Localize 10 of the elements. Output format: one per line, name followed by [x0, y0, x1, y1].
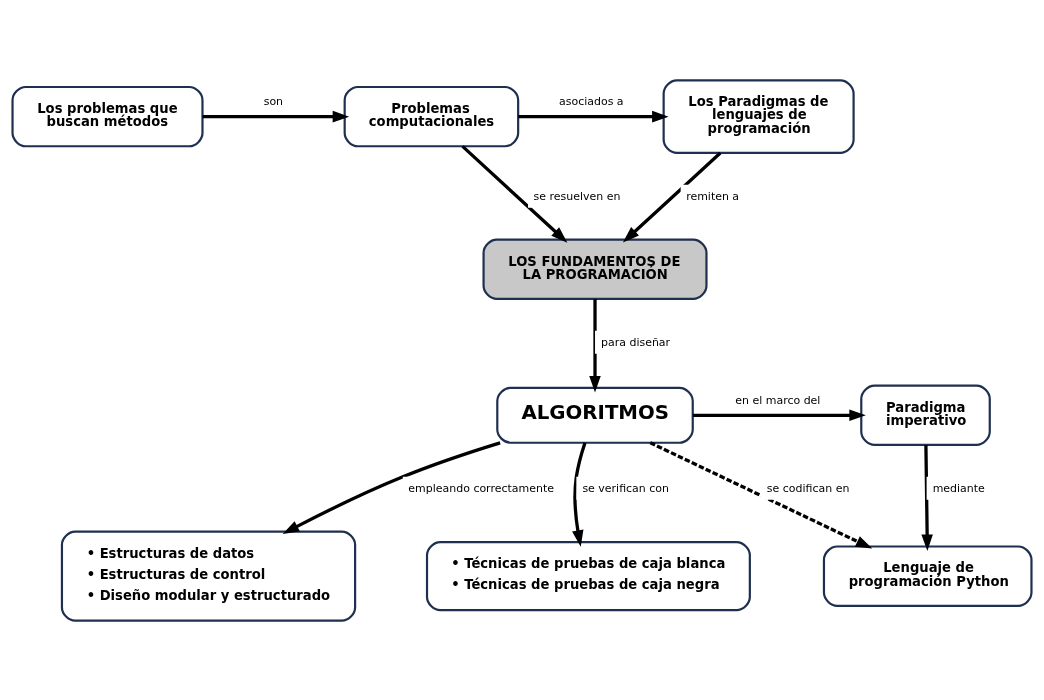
edge-label: para diseñar — [601, 335, 671, 349]
edge-label: se resuelven en — [533, 189, 621, 203]
edge-label: se codifican en — [766, 481, 850, 495]
edge-label: remiten a — [686, 189, 740, 203]
edge-label: empleando correctamente — [408, 481, 554, 495]
edge-label: son — [263, 94, 284, 108]
edge-label: mediante — [932, 481, 985, 495]
edge-label: se verifican con — [582, 481, 669, 495]
edge-label: en el marco del — [735, 393, 821, 407]
edge-label: asociados a — [559, 94, 624, 108]
